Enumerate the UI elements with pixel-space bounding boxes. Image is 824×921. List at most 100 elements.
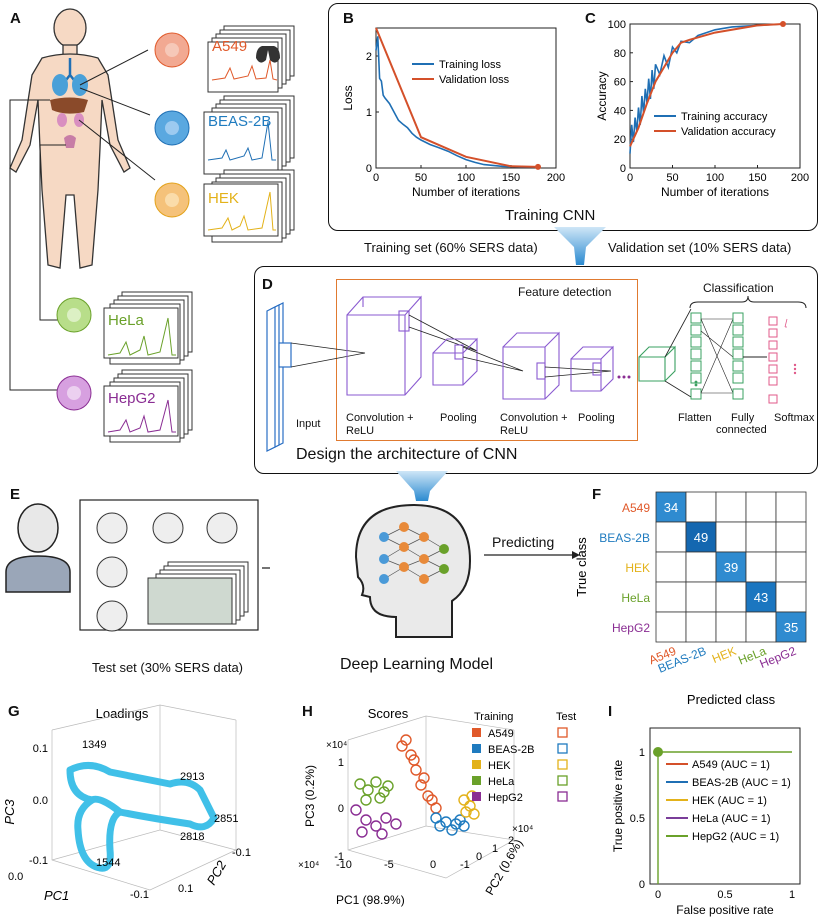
chart-i-frame: [649, 727, 801, 885]
cluster-beas-point: [434, 820, 446, 832]
cluster-a549-point: [400, 734, 412, 746]
chart-h-xtick: -5: [384, 859, 394, 871]
training-set-label: Training set (60% SERS data): [364, 240, 538, 255]
cluster-a549-point: [422, 790, 434, 802]
confusion-value: 43: [754, 590, 768, 605]
feature-detection-box: [336, 279, 638, 441]
chart-h-legend-marker: [472, 728, 481, 737]
chart-h-legend-name: BEAS-2B: [488, 744, 534, 756]
chart-h-legend-test-marker: [557, 791, 568, 802]
confusion-cell: [715, 521, 747, 553]
validation-set-label: Validation set (10% SERS data): [608, 240, 792, 255]
chart-b-xtick-label: 200: [547, 172, 565, 184]
chart-b-ytick-label: 1: [366, 107, 372, 119]
cell-beas-icon: [154, 110, 190, 146]
cnn-architecture-diagram: [266, 295, 797, 452]
chart-i-xtick-label: 0.5: [717, 889, 732, 901]
funnel-arrow-top: [554, 227, 606, 265]
chart-b-xtick-label: 50: [415, 172, 427, 184]
cluster-hepg2-point: [360, 814, 372, 826]
conv2-label-b: ReLU: [500, 425, 529, 437]
chart-g-ytick: 0.1: [178, 883, 193, 895]
chart-b-legend-label: Validation loss: [439, 74, 510, 86]
cluster-beas-point: [446, 824, 458, 836]
chart-g: Loadings0.10.0-0.10.0-0.1-0.10.1PC3PC1PC…: [2, 704, 251, 903]
chart-c-legend-label: Validation accuracy: [681, 126, 776, 138]
chart-g-annotation: 2818: [180, 831, 204, 843]
confusion-cell: [745, 521, 777, 553]
chart-g-xlabel: PC1: [44, 888, 69, 903]
cluster-hela-point: [382, 780, 394, 792]
chart-h-xlabel: PC1 (98.9%): [336, 893, 405, 907]
conv1-label-b: ReLU: [346, 425, 375, 437]
cluster-a549-point: [396, 740, 408, 752]
chart-c-xtick-label: 0: [627, 172, 633, 184]
chart-h-ytick: 2: [508, 835, 514, 847]
chart-g-annotation: 1349: [82, 739, 106, 751]
chart-c-legend-label: Training accuracy: [681, 111, 768, 123]
chart-h-ztick: 1: [338, 757, 344, 769]
cell-hepg2-icon: [56, 375, 92, 411]
chart-i-xtick-label: 1: [789, 889, 795, 901]
classification-brace: [689, 296, 807, 309]
chart-g-xtick: 0.0: [8, 871, 23, 883]
y-axis-title: True class: [574, 537, 589, 597]
cluster-beas-point: [454, 814, 466, 826]
chart-h-ytick: -1: [460, 859, 470, 871]
spectra-stack-a549: [207, 25, 295, 93]
chart-h-legend-name: HepG2: [488, 792, 523, 804]
chart-b-legend-label: Training loss: [439, 59, 501, 71]
cluster-hela-point: [374, 792, 386, 804]
chart-i-legend-label: BEAS-2B (AUC = 1): [692, 777, 791, 789]
panel-label-g: G: [8, 703, 20, 720]
chart-c-ytick-label: 80: [614, 48, 626, 60]
chart-c-xtick-label: 50: [666, 172, 678, 184]
chart-g-annotation: 2851: [214, 813, 238, 825]
chart-h-ztick: 0: [338, 803, 344, 815]
chart-c-xtick-label: 200: [791, 172, 809, 184]
training-cnn-title: Training CNN: [505, 207, 596, 224]
cell-a549-icon: [154, 32, 190, 68]
chart-i-ytick-label: 0.5: [630, 813, 645, 825]
panel-a-figure: [9, 8, 295, 443]
confusion-cell: [715, 491, 747, 523]
cluster-hepg2-point: [356, 826, 368, 838]
chart-b-xlabel: Number of iterations: [412, 185, 520, 199]
chart-g-ztick: 0.1: [33, 743, 48, 755]
cluster-beas-point: [458, 820, 470, 832]
chart-b-plot-frame: [375, 27, 557, 169]
chart-h-legend-name: HEK: [488, 760, 511, 772]
human-body-silhouette: [9, 8, 131, 269]
fc-label: Fully: [731, 412, 755, 424]
chart-b-ytick-label: 2: [366, 51, 372, 63]
softmax-label: Softmax: [774, 412, 815, 424]
row-label: HeLa: [621, 591, 650, 605]
chart-h-xtick: 0: [430, 859, 436, 871]
cnn-box: [254, 266, 818, 474]
cnn-title: Design the architecture of CNN: [296, 446, 518, 463]
cluster-hepg2-point: [390, 818, 402, 830]
cluster-hela-point: [370, 776, 382, 788]
spectra-stack-hek: [203, 169, 295, 243]
chart-b-ytick-label: 0: [366, 163, 372, 175]
chart-b-xtick-label: 0: [373, 172, 379, 184]
deep-learning-head-icon: [354, 503, 472, 638]
chart-g-ztick: -0.1: [29, 855, 48, 867]
chart-h-title: Scores: [368, 706, 409, 721]
flatten-label: Flatten: [678, 412, 712, 424]
panel-label-h: H: [302, 703, 313, 720]
cluster-a549-point: [426, 794, 438, 806]
test-set-label: Test set (30% SERS data): [92, 660, 244, 675]
chart-b-endpoint: [535, 163, 541, 170]
chart-h-legend-training: Training: [474, 711, 513, 723]
chart-b-series-0: [375, 36, 538, 168]
chart-h-legend-marker: [472, 792, 481, 801]
chart-i-xtick-label: 0: [655, 889, 661, 901]
cell-hela-icon: [56, 297, 92, 333]
confusion-cell: [685, 491, 717, 523]
kidney-left-icon: [57, 113, 67, 127]
chart-g-ytick: -0.1: [232, 847, 251, 859]
confusion-cell: [775, 581, 807, 613]
chart-g-loadings-curve: [66, 762, 218, 872]
